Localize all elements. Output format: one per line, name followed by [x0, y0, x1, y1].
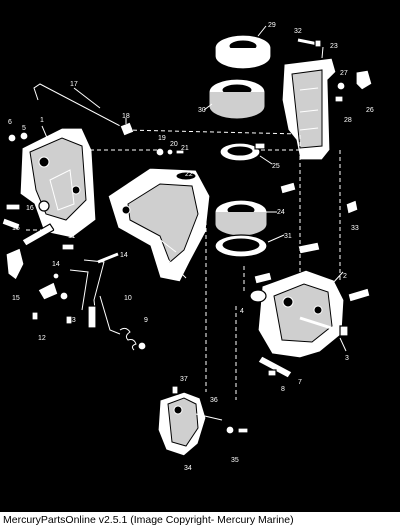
part-23-swivel-bracket [282, 58, 336, 160]
part-4-washer [250, 290, 266, 302]
part-6-nut [8, 134, 16, 142]
callout-32: 32 [294, 28, 302, 35]
callout-16: 16 [26, 205, 34, 212]
callout-21: 21 [181, 145, 189, 152]
part-18-nut [120, 122, 134, 136]
part-36-spring [196, 414, 222, 420]
callout-27: 27 [340, 70, 348, 77]
part-33-clip [346, 200, 358, 214]
part-28-pin [335, 96, 343, 102]
callout-7: 7 [298, 379, 302, 386]
part-29-upper-bushing [215, 35, 271, 69]
callout-24: 24 [277, 209, 285, 216]
callout-20: 20 [170, 141, 178, 148]
small-pins [254, 182, 320, 284]
callout-18: 18 [122, 113, 130, 120]
callout-4-left: 4 [84, 215, 88, 222]
callout-8: 8 [281, 386, 285, 393]
exploded-parts-diagram: 29 32 23 27 26 28 30 25 24 31 33 17 18 1… [0, 22, 374, 472]
callout-labels: 29 32 23 27 26 28 30 25 24 31 33 17 18 1… [8, 22, 374, 472]
callout-35: 35 [231, 457, 239, 464]
part-25-clamp-ring [220, 143, 265, 161]
part-32-bolt [298, 40, 321, 47]
part-2-stern-bracket-starboard [258, 270, 344, 358]
part-9-spring [120, 328, 146, 350]
part-22-swivel-housing [108, 168, 210, 282]
part-30-bushing [209, 79, 265, 119]
callout-30: 30 [198, 107, 206, 114]
part-31-thrust-ring [215, 235, 267, 257]
callout-1: 1 [40, 117, 44, 124]
callout-4-right: 4 [240, 308, 244, 315]
callout-3: 3 [345, 355, 349, 362]
part-12-screws [32, 312, 72, 324]
part-35-screw [226, 426, 248, 434]
callout-12: 12 [38, 335, 46, 342]
callout-2: 2 [343, 273, 347, 280]
callout-26: 26 [366, 107, 374, 114]
part-1-stern-bracket-port [20, 128, 96, 238]
callout-36: 36 [210, 397, 218, 404]
callout-17: 17 [70, 81, 78, 88]
callout-25: 25 [272, 163, 280, 170]
part-24-lower-bushing [215, 200, 267, 236]
callout-5: 5 [22, 125, 26, 132]
part-34-tilt-lock [158, 392, 206, 456]
callout-19: 19 [158, 135, 166, 142]
part-10-rod [88, 296, 120, 334]
copyright-footer: MercuryPartsOnline v2.5.1 (Image Copyrig… [0, 512, 400, 529]
part-11-spring [62, 244, 74, 250]
part-26-lever [356, 70, 372, 90]
callout-28: 28 [344, 117, 352, 124]
part-17-tilt-tube [34, 84, 124, 128]
part-7-clip [258, 356, 292, 378]
callout-34: 34 [184, 465, 192, 472]
callout-29: 29 [268, 22, 276, 29]
callout-31: 31 [284, 233, 292, 240]
callout-11: 11 [68, 233, 75, 240]
part-3-bolt [300, 318, 348, 336]
callout-10: 10 [124, 295, 132, 302]
part-19-20-21-fasteners [156, 148, 184, 156]
callout-15-upper: 15 [12, 225, 20, 232]
part-27-washer [337, 82, 345, 90]
callout-9: 9 [144, 317, 148, 324]
part-13-pin [38, 273, 68, 300]
callout-14-left: 14 [52, 261, 60, 268]
leader-lines [42, 26, 346, 351]
callout-33: 33 [351, 225, 359, 232]
part-5-washer [20, 132, 28, 140]
pin-right [348, 288, 370, 302]
callout-22: 22 [185, 171, 193, 178]
part-16-clamp-screw [6, 201, 49, 211]
callout-15-lower: 15 [12, 295, 20, 302]
part-37-pin [172, 386, 178, 394]
callout-23: 23 [330, 43, 338, 50]
callout-6: 6 [8, 119, 12, 126]
part-15-lever [2, 218, 54, 280]
part-8-screw [268, 370, 276, 376]
callout-37: 37 [180, 376, 188, 383]
callout-14-right: 14 [120, 252, 128, 259]
callout-13: 13 [68, 317, 76, 324]
assembly-lines [26, 130, 340, 400]
